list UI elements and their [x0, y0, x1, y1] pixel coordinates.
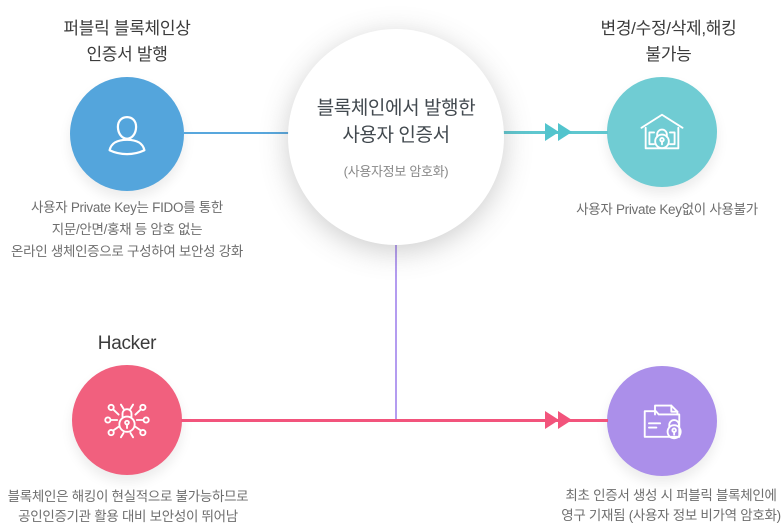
arrow-right-icon [545, 123, 559, 141]
arrow-right-icon [545, 411, 559, 429]
immutable-caption: 사용자 Private Key없이 사용불가 [547, 199, 781, 221]
issuer-title-line2: 인증서 발행 [86, 45, 168, 64]
user-icon [98, 105, 156, 163]
network-lock-icon [99, 392, 155, 448]
issuer-node [70, 77, 184, 191]
immutable-title-line2: 불가능 [645, 45, 692, 64]
immutable-node [607, 77, 717, 187]
hacker-caption: 블록체인은 해킹이 현실적으로 불가능하므로 공인인증기관 활용 대비 보안성이… [0, 487, 262, 525]
center-subtitle: (사용자정보 암호화) [343, 163, 449, 179]
center-certificate-node: 블록체인에서 발행한 사용자 인증서 (사용자정보 암호화) [288, 29, 504, 245]
arrow-right-icon [558, 411, 572, 429]
connector-center-to-bottom [395, 244, 397, 421]
house-lock-icon [634, 104, 690, 160]
connector-hacker-to-ledger [181, 419, 608, 422]
issuer-caption-line: 지문/안면/홍채 등 암호 없는 [51, 222, 203, 237]
arrow-right-icon [558, 123, 572, 141]
immutable-title: 변경/수정/삭제,해킹 불가능 [556, 16, 781, 68]
issuer-caption: 사용자 Private Key는 FIDO를 통한 지문/안면/홍채 등 암호 … [0, 197, 256, 263]
ledger-node [607, 366, 717, 476]
center-title-line2: 사용자 인증서 [342, 124, 450, 146]
hacker-caption-line: 공인인증기관 활용 대비 보안성이 뛰어남 [18, 509, 238, 524]
ledger-caption-line: 최초 인증서 생성 시 퍼블릭 블록체인에 [565, 488, 777, 503]
hacker-title: Hacker [97, 333, 157, 354]
hacker-node [72, 365, 182, 475]
connector-issuer-to-center [184, 132, 290, 134]
center-title-line1: 블록체인에서 발행한 [316, 97, 476, 119]
issuer-caption-line: 온라인 생체인증으로 구성하여 보안성 강화 [11, 244, 243, 259]
issuer-title-line1: 퍼블릭 블록체인상 [63, 19, 191, 38]
ledger-caption: 최초 인증서 생성 시 퍼블릭 블록체인에 영구 기재됨 (사용자 정보 비가역… [554, 486, 781, 525]
immutable-caption-line: 사용자 Private Key없이 사용불가 [576, 202, 758, 217]
center-title: 블록체인에서 발행한 사용자 인증서 [317, 95, 476, 149]
folder-lock-icon [634, 393, 690, 449]
issuer-caption-line: 사용자 Private Key는 FIDO를 통한 [31, 200, 223, 215]
immutable-title-line1: 변경/수정/삭제,해킹 [600, 19, 737, 38]
hacker-caption-line: 블록체인은 해킹이 현실적으로 불가능하므로 [7, 489, 249, 504]
ledger-caption-line: 영구 기재됨 (사용자 정보 비가역 암호화) [561, 508, 781, 523]
issuer-title: 퍼블릭 블록체인상 인증서 발행 [7, 16, 247, 68]
